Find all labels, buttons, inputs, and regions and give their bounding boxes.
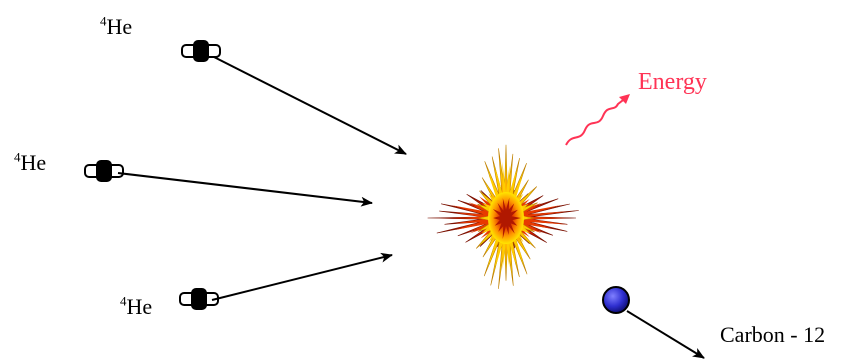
helium-2-arrow <box>117 172 373 207</box>
fusion-flash <box>427 144 579 289</box>
helium-3-arrow <box>211 252 393 301</box>
helium-nucleus-3 <box>179 288 219 310</box>
energy-arrowhead-icon <box>619 94 630 104</box>
carbon-12-arrow <box>626 310 705 359</box>
carbon-12-nucleus <box>602 286 630 314</box>
energy-label: Energy <box>638 69 707 95</box>
helium-nucleus-1 <box>181 40 221 62</box>
helium-2-label: 4He <box>14 149 47 175</box>
helium-1-arrow <box>213 56 407 155</box>
carbon-12-label: Carbon - 12 <box>720 322 826 347</box>
helium-3-label: 4He <box>120 293 153 319</box>
energy-photon-squiggle <box>565 96 628 146</box>
helium-1-label: 4He <box>100 13 133 39</box>
helium-nucleus-2 <box>84 160 124 182</box>
